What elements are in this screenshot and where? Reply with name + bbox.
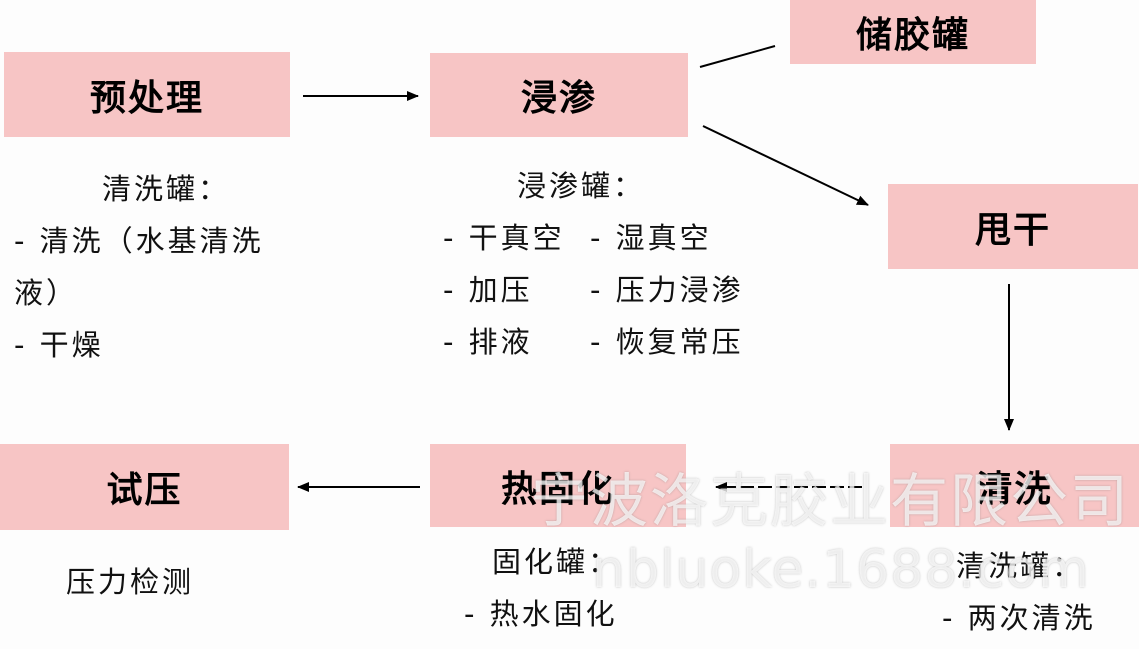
box-spin-dry: 甩干: [888, 184, 1138, 269]
note-impregnation-step: - 加压: [443, 273, 533, 307]
line-impregnation-to-storage: [699, 45, 776, 68]
note-heat-curing-line: - 热水固化: [464, 597, 618, 631]
note-impregnation-step: - 干真空: [443, 221, 565, 255]
note-pretreatment-line: - 干燥: [14, 328, 104, 362]
box-pressure-test-label: 试压: [106, 470, 183, 511]
note-impregnation-right: - 湿真空 - 压力浸渗 - 恢复常压: [590, 212, 744, 368]
box-pressure-test: 试压: [0, 444, 289, 530]
note-pretreatment-title: 清洗罐：: [102, 172, 231, 206]
note-impregnation-step: - 湿真空: [590, 221, 712, 255]
box-heat-curing: 热固化: [430, 444, 686, 527]
note-pretreatment-line: - 清洗（水基清洗: [14, 224, 264, 258]
note-heat-curing: 固化罐： - 热水固化: [464, 536, 620, 640]
note-impregnation-title: 浸渗罐：: [517, 169, 646, 203]
box-impregnation: 浸渗: [430, 53, 688, 137]
box-heat-curing-label: 热固化: [500, 468, 615, 510]
note-washing: 清洗罐： - 两次清洗: [942, 540, 1096, 644]
note-impregnation-step: - 排液: [443, 325, 533, 359]
note-pressure-test-line: 压力检测: [66, 565, 195, 599]
note-washing-title: 清洗罐：: [956, 549, 1085, 583]
note-pretreatment: 清洗罐： - 清洗（水基清洗 液） - 干燥: [14, 163, 264, 371]
note-impregnation-left: - 干真空 - 加压 - 排液: [443, 212, 565, 368]
note-impregnation-step: - 恢复常压: [590, 325, 744, 359]
box-washing-label: 清洗: [976, 468, 1053, 510]
note-pretreatment-line: 液）: [14, 276, 79, 310]
note-impregnation-step: - 压力浸渗: [590, 273, 744, 307]
note-washing-line: - 两次清洗: [942, 601, 1096, 635]
box-pretreatment: 预处理: [4, 52, 290, 137]
note-pressure-test: 压力检测: [66, 556, 194, 608]
box-washing: 清洗: [890, 444, 1139, 527]
box-pretreatment-label: 预处理: [89, 77, 204, 119]
box-spin-dry-label: 甩干: [974, 209, 1051, 251]
box-storage-tank: 储胶罐: [790, 0, 1036, 64]
arrow-impregnation-to-spin-dry: [702, 125, 869, 206]
box-impregnation-label: 浸渗: [520, 78, 597, 119]
box-storage-tank-label: 储胶罐: [855, 15, 970, 56]
note-heat-curing-title: 固化罐：: [492, 545, 621, 579]
